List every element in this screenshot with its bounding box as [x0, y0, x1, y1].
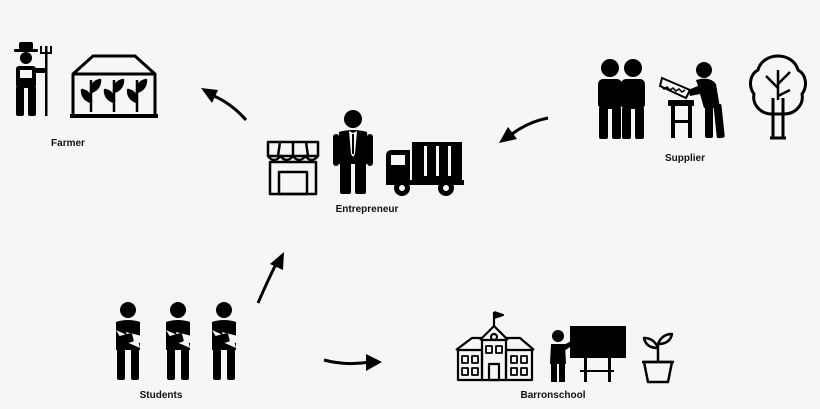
student-icon — [166, 302, 194, 380]
student-icon — [212, 302, 240, 380]
carpenter-icon — [658, 62, 725, 139]
barronschool-group — [455, 310, 674, 384]
plant-pot-icon — [642, 332, 674, 384]
students-group — [116, 302, 240, 380]
shop-icon — [266, 140, 320, 196]
teacher-board-icon — [550, 326, 626, 382]
flow-arrow-students-to-barronschool — [323, 354, 382, 371]
people-pair-icon — [598, 59, 645, 139]
farmer-icon — [14, 42, 52, 116]
farmer-group — [14, 42, 158, 118]
school-building-icon — [455, 310, 535, 382]
flow-arrow-students-to-entrepreneur — [256, 252, 284, 304]
tree-icon — [749, 54, 807, 140]
supplier-group — [598, 54, 807, 140]
truck-icon — [386, 142, 464, 196]
entrepreneur-group — [266, 110, 464, 196]
barronschool-label: Barronschool — [520, 390, 586, 401]
student-icon — [116, 302, 144, 380]
entrepreneur-label: Entrepreneur — [335, 204, 399, 215]
flow-arrow-entrepreneur-to-farmer — [201, 88, 248, 121]
businessman-icon — [333, 110, 373, 194]
farmer-label: Farmer — [51, 138, 85, 149]
greenhouse-icon — [70, 54, 158, 118]
flow-arrow-supplier-to-entrepreneur — [499, 116, 549, 143]
supplier-label: Supplier — [664, 153, 706, 164]
students-label: Students — [139, 390, 183, 401]
